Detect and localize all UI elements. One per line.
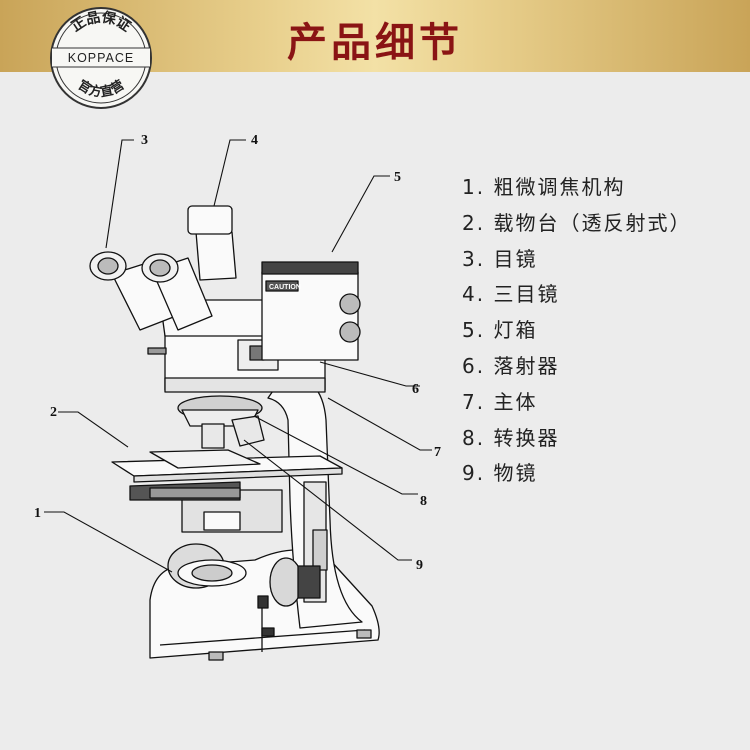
legend-item: 4. 三目镜 bbox=[462, 282, 560, 307]
callout-3: 3 bbox=[141, 133, 148, 148]
legend-item: 1. 粗微调焦机构 bbox=[462, 175, 626, 199]
callout-8: 8 bbox=[420, 494, 427, 509]
microscope-diagram: CAUTION 1 2 3 4 5 6 7 8 9 bbox=[34, 133, 441, 661]
legend-item: 2. 载物台（透反射式） bbox=[462, 210, 692, 235]
callout-5: 5 bbox=[394, 170, 401, 185]
eyepieces bbox=[89, 251, 213, 331]
callout-2: 2 bbox=[50, 405, 57, 420]
legend-item: 9. 物镜 bbox=[462, 461, 538, 486]
callout-4: 4 bbox=[251, 133, 258, 148]
objective bbox=[201, 423, 225, 449]
legend-item: 3. 目镜 bbox=[462, 246, 538, 271]
brand-seal: 正品保证 官方直营 KOPPACE bbox=[50, 7, 152, 109]
callout-7: 7 bbox=[434, 445, 441, 460]
parts-legend: 1. 粗微调焦机构 2. 载物台（透反射式） 3. 目镜 4. 三目镜 5. 灯… bbox=[462, 170, 691, 492]
callout-6: 6 bbox=[412, 382, 419, 397]
callout-9: 9 bbox=[416, 558, 423, 573]
legend-item: 7. 主体 bbox=[462, 389, 538, 414]
caution-label: CAUTION bbox=[269, 284, 301, 291]
page-title: 产品细节 bbox=[287, 19, 463, 66]
callout-1: 1 bbox=[34, 506, 41, 521]
legend-item: 8. 转换器 bbox=[462, 425, 560, 450]
legend-item: 5. 灯箱 bbox=[462, 318, 538, 343]
legend-item: 6. 落射器 bbox=[462, 353, 560, 378]
trinocular-port bbox=[187, 205, 233, 235]
seal-brand: KOPPACE bbox=[68, 51, 135, 65]
